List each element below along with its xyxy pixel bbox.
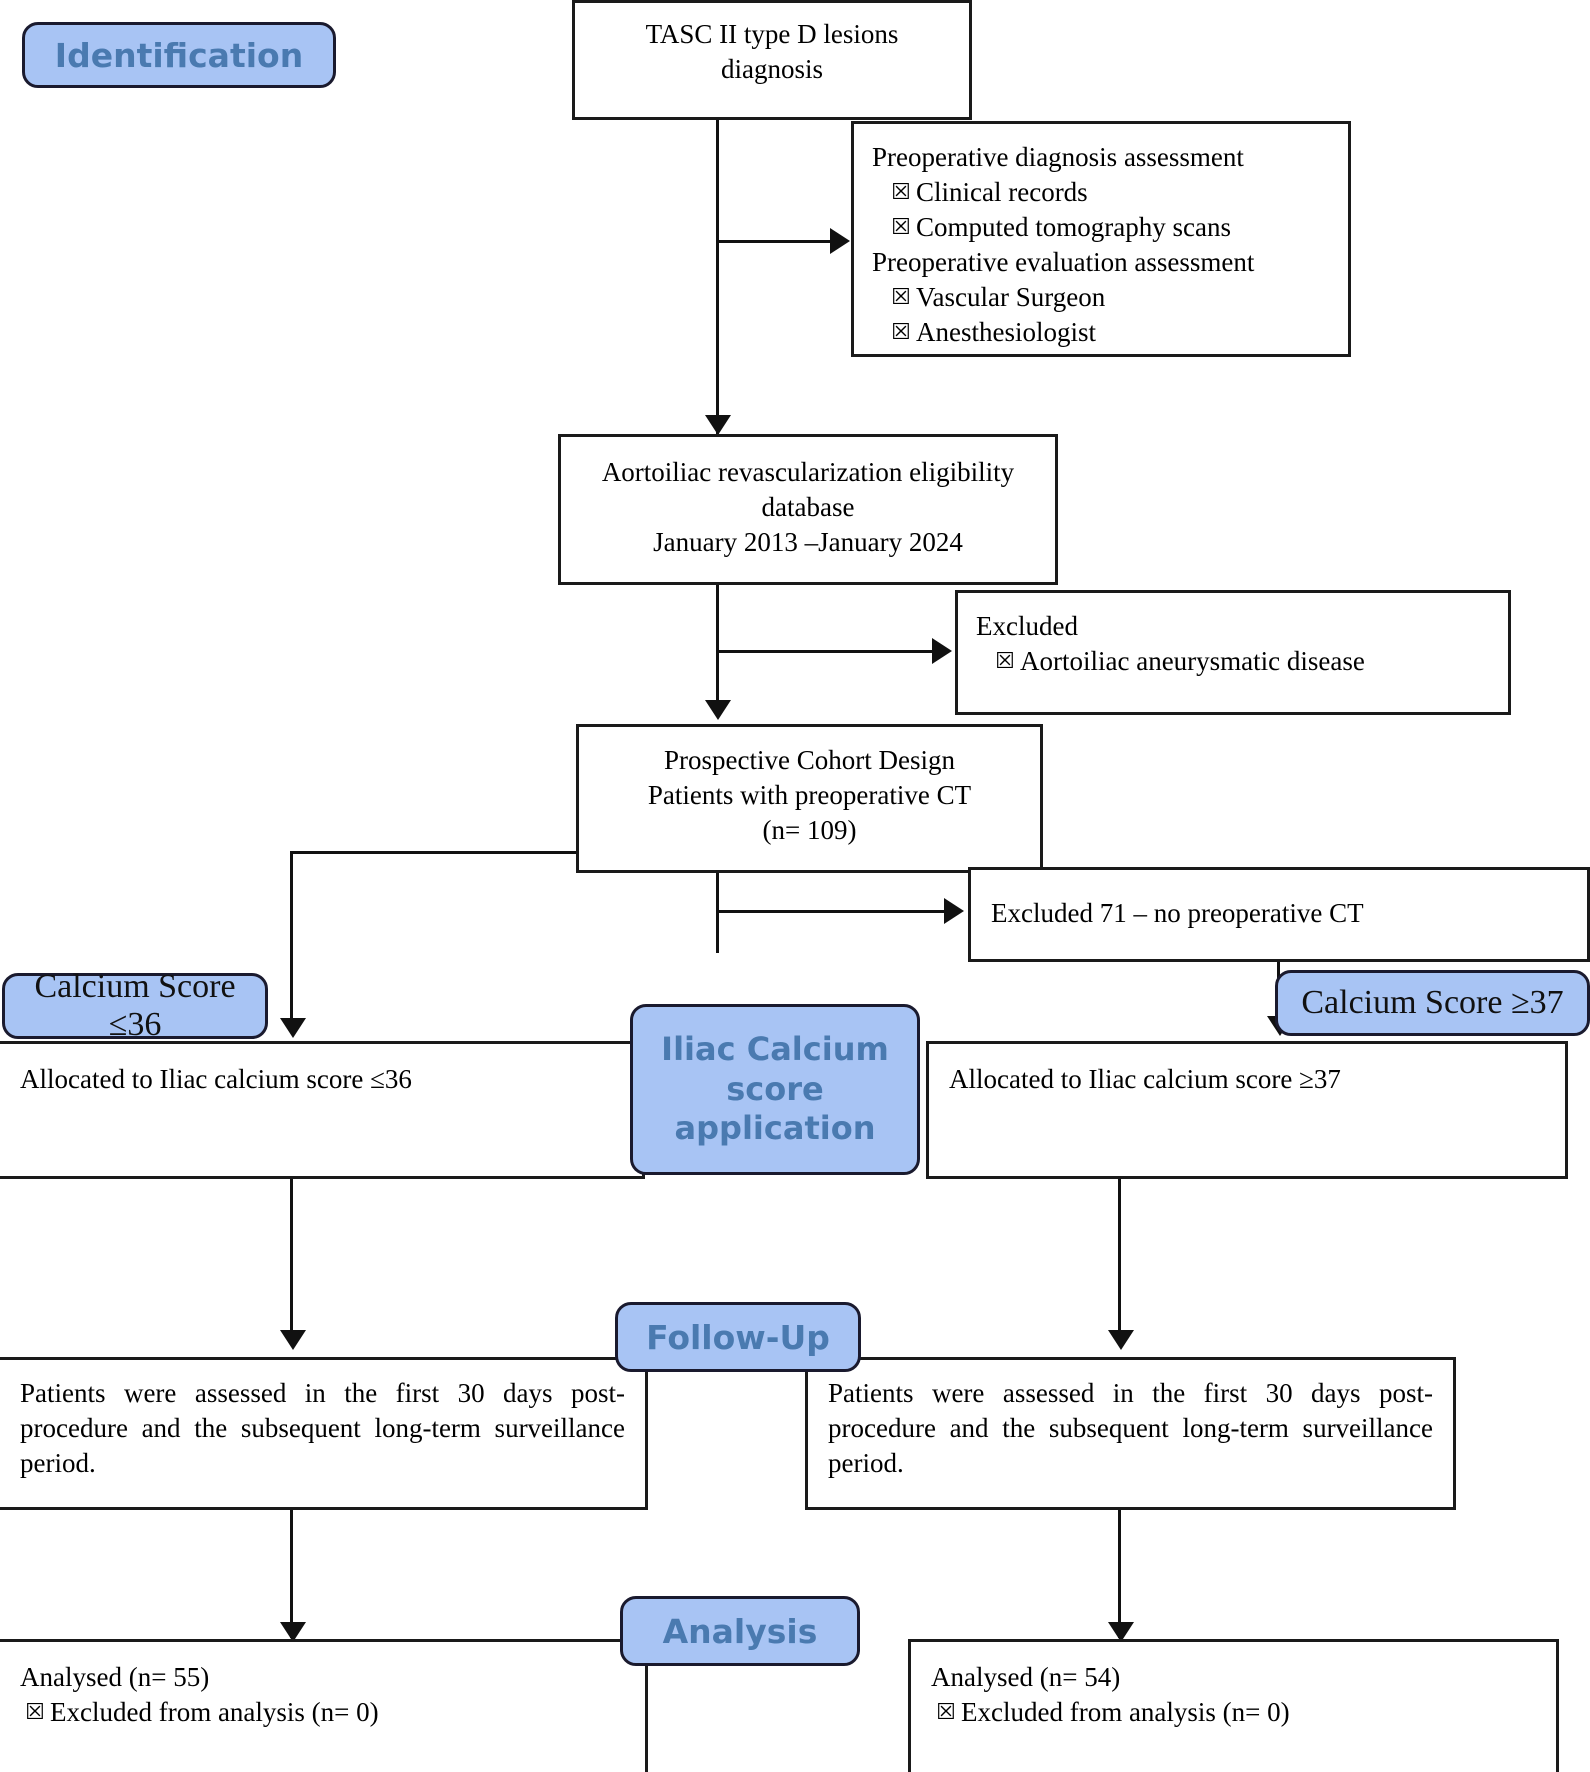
preop-item-ct-scans: ☒Computed tomography scans xyxy=(872,210,1332,245)
followup-left-text: Patients were assessed in the first 30 d… xyxy=(20,1378,625,1479)
node-eligibility-database: Aortoiliac revascularization eligibility… xyxy=(558,434,1058,585)
node-allocated-left: Allocated to Iliac calcium score ≤36 xyxy=(0,1041,645,1179)
stage-label-follow-up: Follow-Up xyxy=(646,1317,830,1357)
preop-item-vascular-surgeon: ☒Vascular Surgeon xyxy=(872,280,1332,315)
connector-right-alloc-to-followup xyxy=(1118,1179,1121,1334)
arrowhead-right-analysis xyxy=(1108,1622,1134,1642)
checkbox-x-icon: ☒ xyxy=(25,1700,45,1726)
connector-cohort-to-excluded71 xyxy=(716,910,846,913)
analysis-right-excluded-item: ☒Excluded from analysis (n= 0) xyxy=(931,1695,1540,1730)
excluded-aneurysm-heading: Excluded xyxy=(976,611,1078,641)
preop-item-clinical-records: ☒Clinical records xyxy=(872,175,1332,210)
database-line-3: January 2013 –January 2024 xyxy=(653,527,963,558)
node-preoperative-assessment: Preoperative diagnosis assessment ☒Clini… xyxy=(851,121,1351,357)
node-followup-left: Patients were assessed in the first 30 d… xyxy=(0,1357,648,1510)
checkbox-x-icon: ☒ xyxy=(995,649,1015,675)
connector-database-down xyxy=(716,585,719,701)
stage-pill-calcium-application: Iliac Calcium score application xyxy=(630,1004,920,1175)
connector-database-to-excluded-ext xyxy=(836,650,936,653)
database-line-2: database xyxy=(761,492,855,523)
stage-pill-calcium-low: Calcium Score ≤36 xyxy=(2,968,268,1043)
application-line-1: Iliac Calcium xyxy=(661,1029,889,1068)
connector-split-bus-left xyxy=(290,851,719,854)
connector-right-followup-to-analysis xyxy=(1118,1510,1121,1638)
followup-right-text: Patients were assessed in the first 30 d… xyxy=(828,1378,1433,1479)
preop-heading-diagnosis: Preoperative diagnosis assessment xyxy=(872,142,1244,172)
node-tasc-diagnosis: TASC II type D lesions diagnosis xyxy=(572,0,972,120)
arrowhead-database-to-excluded xyxy=(932,638,952,664)
node-excluded-aneurysm: Excluded ☒Aortoiliac aneurysmatic diseas… xyxy=(955,590,1511,715)
arrowhead-tasc-to-database xyxy=(705,415,731,435)
checkbox-x-icon: ☒ xyxy=(891,180,911,206)
allocated-left-text: Allocated to Iliac calcium score ≤36 xyxy=(20,1064,412,1094)
cohort-line-2: Patients with preoperative CT xyxy=(647,780,972,811)
stage-label-analysis: Analysis xyxy=(662,1611,818,1651)
allocated-right-text: Allocated to Iliac calcium score ≥37 xyxy=(949,1064,1341,1094)
preop-heading-evaluation: Preoperative evaluation assessment xyxy=(872,247,1255,278)
analysis-left-excluded-item: ☒Excluded from analysis (n= 0) xyxy=(20,1695,629,1730)
node-tasc-text: TASC II type D lesions diagnosis xyxy=(645,19,899,85)
checkbox-x-icon: ☒ xyxy=(891,285,911,311)
node-analysis-left: Analysed (n= 55) ☒Excluded from analysis… xyxy=(0,1639,648,1772)
connector-cohort-to-excluded71-ext xyxy=(844,910,948,913)
arrowhead-cohort-to-excluded71 xyxy=(944,898,964,924)
application-line-3: application xyxy=(674,1109,876,1148)
arrowhead-right-followup xyxy=(1108,1330,1134,1350)
cohort-line-1: Prospective Cohort Design xyxy=(664,745,955,775)
connector-tasc-to-preop xyxy=(716,240,836,243)
preop-item-anesthesiologist: ☒Anesthesiologist xyxy=(872,315,1332,350)
arrowhead-left-followup xyxy=(280,1330,306,1350)
checkbox-x-icon: ☒ xyxy=(891,320,911,346)
node-analysis-right: Analysed (n= 54) ☒Excluded from analysis… xyxy=(908,1639,1559,1772)
connector-left-followup-to-analysis xyxy=(290,1510,293,1638)
application-line-2: score xyxy=(726,1069,824,1108)
stage-label-identification: Identification xyxy=(54,35,304,75)
stage-label-calcium-high: Calcium Score ≥37 xyxy=(1301,984,1564,1021)
node-excluded-71: Excluded 71 – no preoperative CT xyxy=(968,867,1590,962)
excluded-71-text: Excluded 71 – no preoperative CT xyxy=(991,898,1364,928)
checkbox-x-icon: ☒ xyxy=(936,1700,956,1726)
analysis-right-heading: Analysed (n= 54) xyxy=(931,1662,1121,1692)
arrowhead-left-analysis xyxy=(280,1622,306,1642)
stage-label-calcium-low: Calcium Score ≤36 xyxy=(34,968,236,1043)
arrowhead-database-to-cohort xyxy=(705,700,731,720)
connector-left-arm-drop-2 xyxy=(290,851,293,1023)
connector-database-to-excluded xyxy=(716,650,838,653)
excluded-aneurysm-item: ☒Aortoiliac aneurysmatic disease xyxy=(976,644,1492,679)
cohort-line-3: (n= 109) xyxy=(762,815,857,846)
node-followup-right: Patients were assessed in the first 30 d… xyxy=(805,1357,1456,1510)
node-allocated-right: Allocated to Iliac calcium score ≥37 xyxy=(926,1041,1568,1179)
connector-left-alloc-to-followup xyxy=(290,1179,293,1334)
stage-pill-follow-up: Follow-Up xyxy=(615,1302,861,1372)
node-prospective-cohort: Prospective Cohort Design Patients with … xyxy=(576,724,1043,873)
connector-cohort-down xyxy=(716,873,719,953)
stage-pill-analysis: Analysis xyxy=(620,1596,860,1666)
connector-tasc-down xyxy=(716,120,719,435)
arrowhead-tasc-to-preop xyxy=(830,228,850,254)
stage-pill-identification: Identification xyxy=(22,22,336,88)
analysis-left-heading: Analysed (n= 55) xyxy=(20,1662,210,1692)
arrowhead-left-allocation xyxy=(280,1018,306,1038)
database-line-1: Aortoiliac revascularization eligibility xyxy=(601,457,1015,487)
stage-pill-calcium-high: Calcium Score ≥37 xyxy=(1275,970,1590,1036)
checkbox-x-icon: ☒ xyxy=(891,215,911,241)
